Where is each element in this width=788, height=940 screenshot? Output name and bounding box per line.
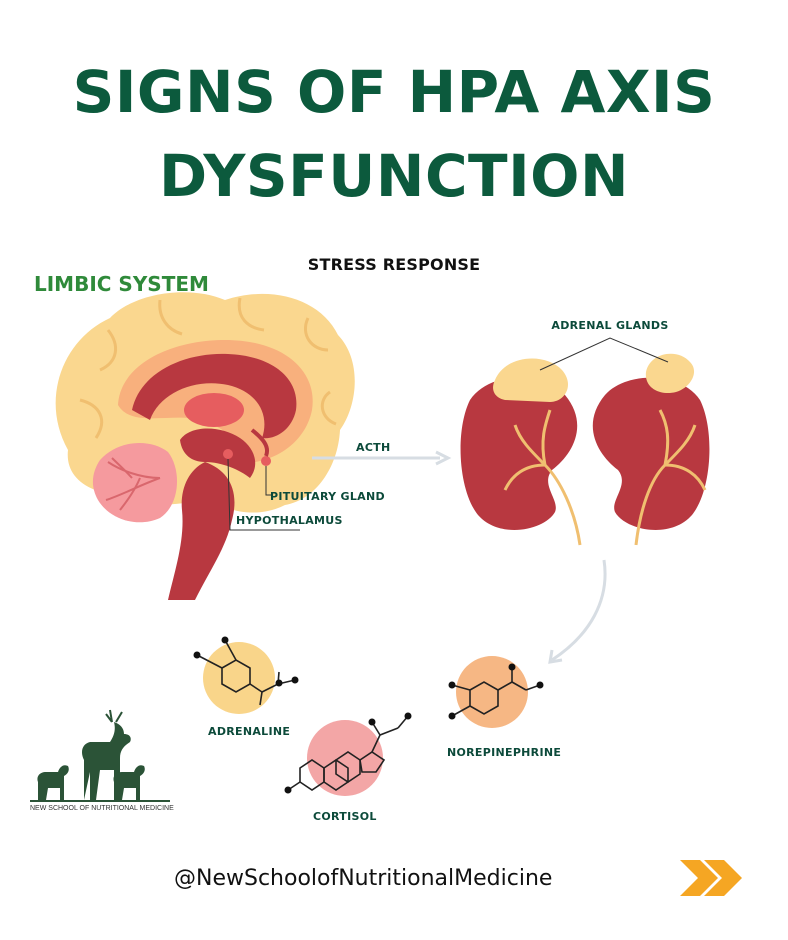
right-kidney xyxy=(592,353,710,546)
norepinephrine-label: NOREPINEPHRINE xyxy=(447,746,562,759)
pituitary-gland-label: PITUITARY GLAND xyxy=(270,490,385,503)
adrenaline-molecule xyxy=(193,636,299,714)
acth-label: ACTH xyxy=(356,441,391,454)
left-kidney xyxy=(460,358,582,546)
norepinephrine-molecule xyxy=(448,656,544,728)
cortisol-label: CORTISOL xyxy=(313,810,377,823)
cortisol-molecule xyxy=(284,712,412,796)
page-title-line-1: SIGNS OF HPA AXIS xyxy=(72,58,716,126)
deer-family-icon xyxy=(30,709,170,802)
logo-text: NEW SCHOOL OF NUTRITIONAL MEDICINE xyxy=(30,805,174,812)
brain-illustration xyxy=(55,292,355,600)
double-chevron-right-icon xyxy=(680,860,742,896)
curved-arrow xyxy=(548,559,607,664)
adrenaline-label: ADRENALINE xyxy=(208,725,291,738)
page-title-line-2: DYSFUNCTION xyxy=(158,142,629,210)
hypothalamus-label: HYPOTHALAMUS xyxy=(236,514,343,527)
stress-response-label: STRESS RESPONSE xyxy=(307,255,481,274)
adrenal-glands-label: ADRENAL GLANDS xyxy=(551,319,669,332)
social-handle[interactable]: @NewSchoolofNutritionalMedicine xyxy=(174,866,553,891)
limbic-system-label: LIMBIC SYSTEM xyxy=(34,272,209,296)
acth-arrow xyxy=(312,450,452,466)
